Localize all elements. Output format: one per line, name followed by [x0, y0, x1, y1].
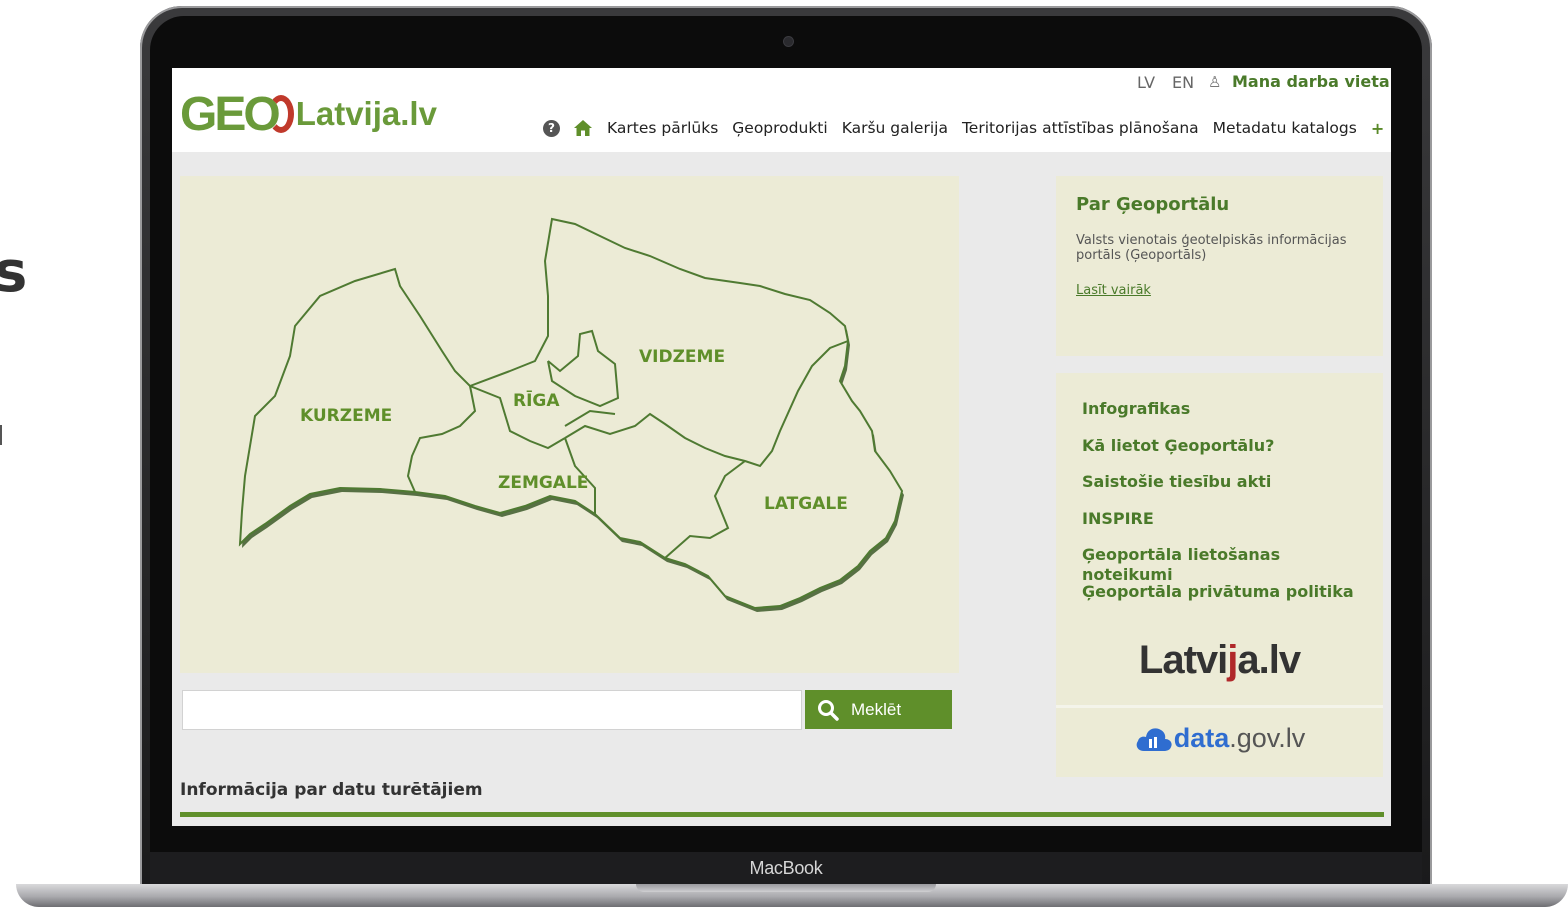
home-icon[interactable] [573, 118, 593, 138]
logo-site-name: Latvija.lv [295, 95, 437, 132]
latvija-lv-logo[interactable]: Latvija.lv [1056, 638, 1383, 683]
sidebar-link-legal-acts[interactable]: Saistošie tiesību akti [1082, 472, 1272, 492]
sidebar-link-infographics[interactable]: Infografikas [1082, 399, 1191, 418]
region-label-latgale: LATGALE [764, 494, 848, 514]
workplace-link[interactable]: Mana darba vieta [1232, 72, 1390, 91]
region-label-zemgale: ZEMGALE [498, 473, 588, 493]
latvia-map-svg: KURZEME RĪGA VIDZEME ZEMGALE LATGALE [238, 217, 904, 612]
sidebar-link-terms-of-use[interactable]: Ģeoportāla lietošanas noteikumi [1082, 545, 1281, 585]
search-input[interactable] [182, 690, 802, 730]
region-label-vidzeme: VIDZEME [639, 347, 725, 367]
region-label-kurzeme: KURZEME [300, 406, 392, 426]
browser-screen: GEO Latvija.lv LV EN ♙ Mana darba vieta … [172, 68, 1391, 826]
laptop-base [16, 884, 1568, 907]
laptop-notch [636, 884, 936, 892]
user-icon: ♙ [1208, 73, 1222, 91]
nav-more-button[interactable]: + [1370, 118, 1385, 138]
device-label: MacBook [749, 858, 823, 878]
cloud-icon [1136, 727, 1172, 751]
logo-geo-text: GEO [180, 87, 281, 141]
latvija-logo-j: j [1227, 638, 1238, 682]
read-more-link[interactable]: Lasīt vairāk [1076, 283, 1151, 298]
latvija-logo-part-2: a.lv [1237, 638, 1301, 682]
page-edge-glyph: s [0, 240, 28, 305]
sidebar-link-how-to-use[interactable]: Kā lietot Ģeoportālu? [1082, 435, 1275, 455]
sidebar-link-privacy-policy[interactable]: Ģeoportāla privātuma politika [1082, 581, 1354, 601]
site-logo[interactable]: GEO Latvija.lv [180, 84, 437, 144]
about-description: Valsts vienotais ģeotelpiskās informācij… [1076, 233, 1347, 263]
region-label-riga: RĪGA [513, 389, 560, 411]
page-edge-mark [0, 425, 2, 445]
data-logo-main: data [1173, 723, 1230, 753]
logo-ring-icon [267, 95, 294, 133]
search-button[interactable]: Meklēt [805, 690, 952, 729]
search-icon [818, 699, 839, 721]
partners-divider [1056, 705, 1383, 708]
nav-item-geoproducts[interactable]: Ģeoprodukti [732, 119, 828, 137]
nav-item-metadata-catalog[interactable]: Metadatu katalogs [1212, 119, 1357, 137]
camera-icon [784, 37, 793, 46]
search-button-label: Meklēt [851, 699, 902, 719]
language-en[interactable]: EN [1172, 73, 1195, 92]
latvia-region-map[interactable]: KURZEME RĪGA VIDZEME ZEMGALE LATGALE [180, 176, 959, 673]
nav-item-map-gallery[interactable]: Karšu galerija [841, 119, 948, 137]
nav-item-map-browser[interactable]: Kartes pārlūks [607, 119, 719, 137]
help-icon[interactable]: ? [543, 119, 560, 137]
about-title: Par Ģeoportālu [1076, 194, 1230, 215]
data-gov-lv-logo[interactable]: data .gov.lv [1056, 723, 1383, 754]
sidebar-links-panel: Infografikas Kā lietot Ģeoportālu? Saist… [1056, 373, 1383, 777]
about-panel: Par Ģeoportālu Valsts vienotais ģeotelpi… [1056, 176, 1383, 356]
nav-item-territorial-planning[interactable]: Teritorijas attīstības plānošana [961, 119, 1199, 137]
latvija-logo-part-1: Latvi [1138, 638, 1228, 682]
data-logo-suffix: .gov.lv [1229, 723, 1306, 753]
section-divider [180, 812, 1384, 817]
data-holders-heading: Informācija par datu turētājiem [180, 780, 483, 800]
language-lv[interactable]: LV [1137, 73, 1156, 92]
main-nav: ? Kartes pārlūks Ģeoprodukti Karšu galer… [543, 116, 1384, 140]
sidebar-link-inspire[interactable]: INSPIRE [1082, 508, 1154, 528]
laptop-chin [150, 852, 1422, 886]
site-header: GEO Latvija.lv LV EN ♙ Mana darba vieta … [172, 68, 1391, 152]
